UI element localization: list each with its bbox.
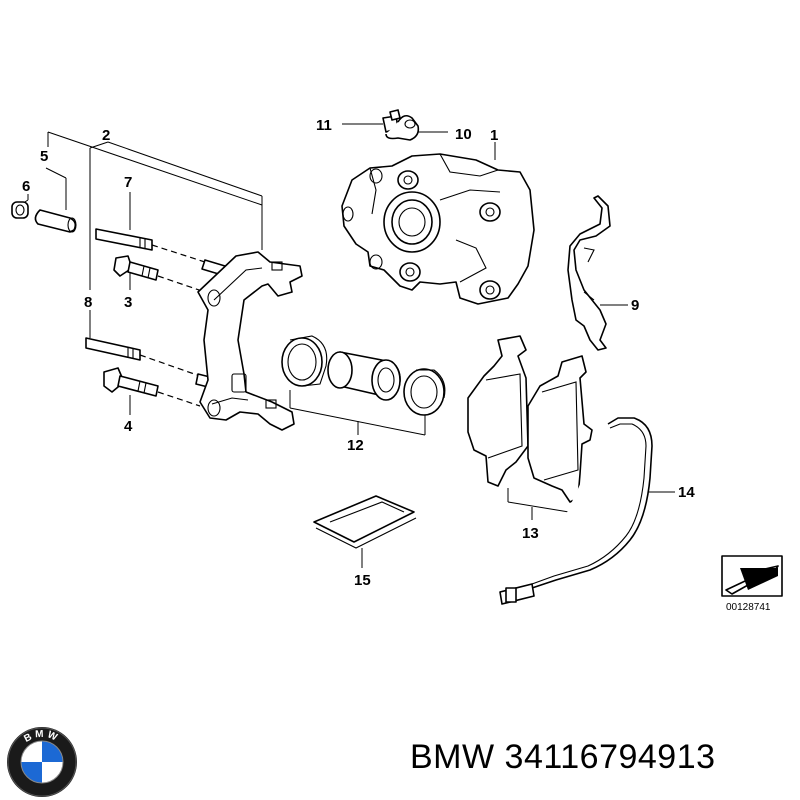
reference-number: 00128741	[726, 602, 771, 613]
callout-labels: 1 2 3 4 5 6 7 8 9 10 11 12 13 14 15 0012…	[22, 117, 771, 613]
callout-15: 15	[354, 572, 371, 589]
callout-3: 3	[124, 294, 132, 311]
callout-1: 1	[490, 127, 498, 144]
part-12-seal-kit	[281, 335, 446, 416]
diagram-reference-box	[721, 555, 783, 597]
part-15-grease-packet	[313, 495, 417, 549]
callout-4: 4	[124, 418, 133, 435]
callout-7: 7	[124, 174, 132, 191]
part-14-wear-sensor	[499, 417, 653, 605]
callout-11: 11	[316, 117, 332, 134]
callout-6: 6	[22, 178, 30, 195]
part-1-caliper-housing	[341, 153, 535, 305]
part-4-bolt	[103, 367, 201, 407]
part-3-bolt	[113, 255, 206, 293]
part-2-carrier-bracket	[197, 251, 303, 431]
brand-name: BMW	[410, 738, 495, 776]
part-number-caption: BMW 34116794913	[410, 738, 716, 777]
part-6-cap	[11, 201, 29, 219]
callout-13: 13	[522, 525, 539, 542]
part-number: 34116794913	[504, 738, 716, 776]
part-9-spring-clip	[567, 195, 611, 351]
callout-12: 12	[347, 437, 364, 454]
callout-5: 5	[40, 148, 48, 165]
logo-letters: BMW	[22, 729, 58, 745]
callout-8: 8	[84, 294, 92, 311]
callout-9: 9	[631, 297, 639, 314]
part-5-sleeve	[34, 209, 77, 233]
svg-text:BMW: BMW	[22, 729, 61, 745]
part-10-cap	[385, 114, 420, 141]
callout-14: 14	[678, 484, 695, 501]
part-13-brake-pads	[467, 335, 593, 503]
bmw-logo: BMW	[7, 727, 77, 797]
callout-10: 10	[455, 126, 472, 143]
callout-2: 2	[102, 127, 110, 144]
leader-lines	[19, 123, 675, 568]
